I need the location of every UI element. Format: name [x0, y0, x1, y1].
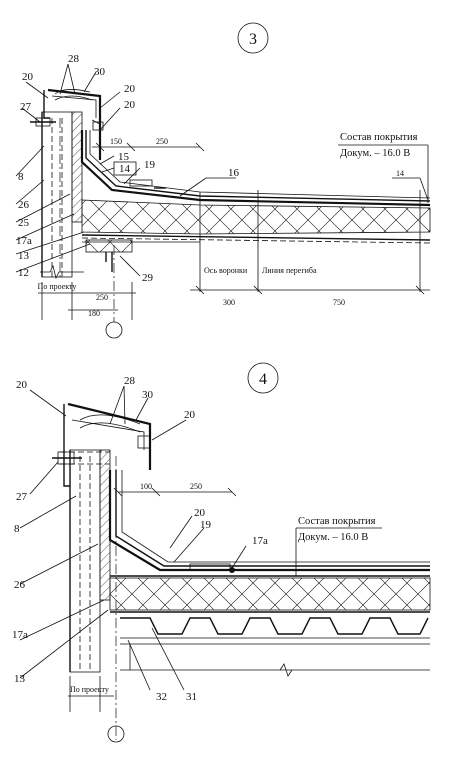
label-28: 28: [124, 375, 136, 387]
roof-upturn: [108, 470, 430, 573]
label-8: 8: [18, 171, 24, 183]
dim-750: 750: [333, 298, 345, 307]
detail-number-circle: [247, 362, 279, 394]
label-14-box: [113, 161, 137, 176]
axis-bubble: [107, 725, 125, 743]
detail-number: 3: [249, 31, 257, 48]
label-28: 28: [68, 53, 80, 65]
leader-lines: [15, 63, 429, 277]
dim-250-bottom: 250: [96, 293, 108, 302]
detail-3: 3: [15, 22, 431, 339]
label-19: 19: [200, 519, 212, 531]
label-8: 8: [14, 523, 20, 535]
label-20-right: 20: [124, 83, 136, 95]
dim-250-top: 250: [156, 137, 168, 146]
leader-lines: [19, 385, 247, 691]
label-14: 14: [119, 163, 131, 175]
composition-title: Состав покрытия: [340, 132, 418, 143]
label-17a: 17а: [16, 235, 32, 247]
parapet-wall: [69, 449, 117, 740]
label-20-right: 20: [184, 409, 196, 421]
dim-250: 250: [190, 482, 202, 491]
parapet-wall: [40, 111, 84, 280]
label-30: 30: [142, 389, 154, 401]
detail-number: 4: [259, 371, 267, 388]
parapet-cap: [52, 402, 152, 487]
composition-doc: Докум. – 16.0 В: [340, 148, 410, 159]
label-20-right-2: 20: [124, 99, 136, 111]
dim-180: 180: [88, 309, 100, 318]
parapet-cap: [30, 88, 104, 160]
dim-150: 150: [110, 137, 122, 146]
label-27: 27: [16, 491, 28, 503]
per-project-label: По проекту: [70, 685, 109, 694]
insulation-slab: [81, 199, 431, 253]
label-27: 27: [20, 101, 32, 113]
detail-4: 4: [12, 362, 431, 743]
label-29: 29: [142, 272, 154, 284]
label-17a-left: 17а: [12, 629, 28, 641]
dim-100: 100: [140, 482, 152, 491]
label-12: 12: [18, 267, 29, 279]
fold-line-label: Линия перегиба: [262, 266, 317, 275]
label-15: 15: [118, 151, 130, 163]
label-20-mid: 20: [194, 507, 206, 519]
label-26: 26: [14, 579, 26, 591]
label-20: 20: [16, 379, 28, 391]
label-26: 26: [18, 199, 30, 211]
label-13: 13: [14, 673, 26, 685]
composition-doc: Докум. – 16.0 В: [298, 532, 368, 543]
detail-number-circle: [237, 22, 269, 54]
label-13: 13: [18, 250, 30, 262]
label-25: 25: [18, 217, 30, 229]
per-project-label: По проекту: [38, 282, 77, 291]
profiled-deck: [120, 617, 430, 677]
axis-bubble: [105, 321, 123, 339]
label-30: 30: [94, 66, 106, 78]
label-19: 19: [144, 159, 156, 171]
insulation-slab: [109, 575, 431, 613]
label-16: 16: [228, 167, 240, 179]
composition-title: Состав покрытия: [298, 516, 376, 527]
label-31: 31: [186, 691, 197, 703]
dim-300: 300: [223, 298, 235, 307]
label-17a: 17а: [252, 535, 268, 547]
label-32: 32: [156, 691, 167, 703]
label-20: 20: [22, 71, 34, 83]
label-14-right: 14: [396, 169, 404, 178]
roof-upturn: [80, 130, 431, 207]
funnel-axis-label: Ось воронки: [204, 266, 248, 275]
